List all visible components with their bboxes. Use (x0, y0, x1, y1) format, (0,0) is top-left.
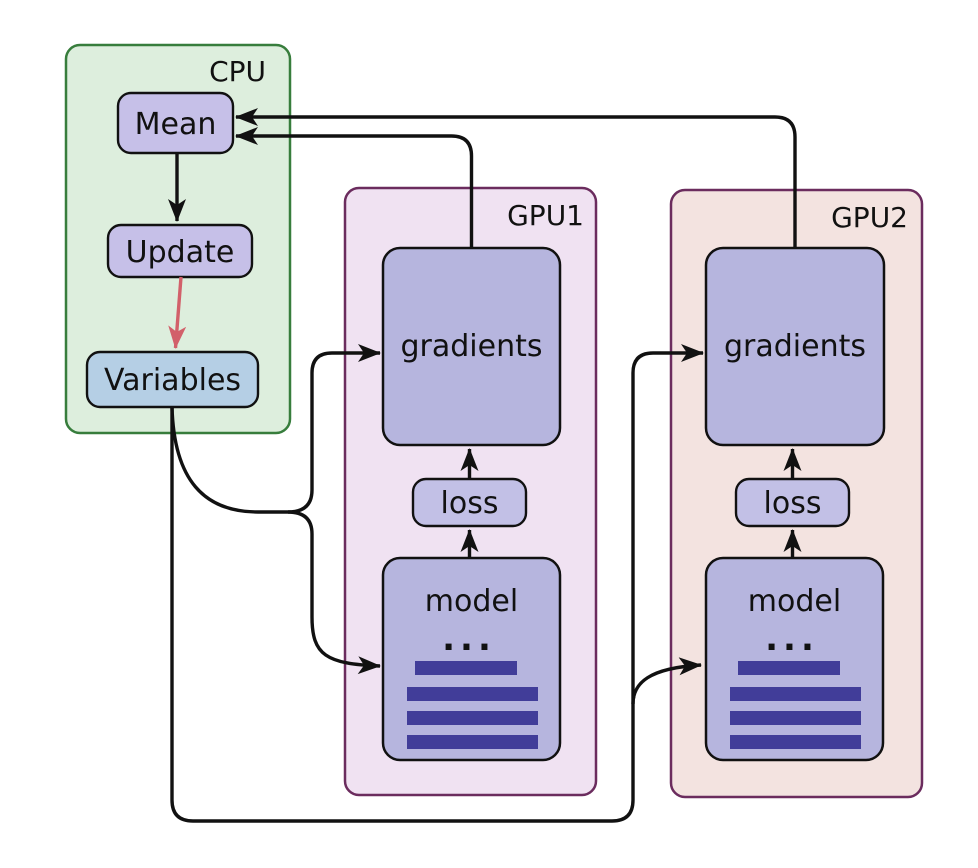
update-node-label: Update (126, 235, 235, 270)
model-weight-bar (730, 711, 861, 725)
model-weight-bar (407, 711, 538, 725)
edge-variables-to-gpu2-gradients (170, 344, 704, 823)
model-weight-bar (407, 687, 538, 701)
gpu2-model-weights (730, 661, 861, 749)
gpu2-model-label: model (748, 584, 841, 619)
edge-gpu1-gradients-to-mean (235, 127, 474, 248)
mean-node-label: Mean (135, 107, 217, 142)
model-weight-bar (738, 661, 840, 675)
edge-variables-to-gpu2-model (631, 657, 702, 705)
gpu2-gradients-label: gradients (724, 329, 866, 364)
gpu1-model-label: model (425, 584, 518, 619)
edge-update-to-variables (168, 276, 187, 349)
gpu1-gradients-label: gradients (400, 329, 542, 364)
model-weight-bar (407, 735, 538, 749)
gpu1-loss-label: loss (441, 486, 499, 521)
variables-node-label: Variables (104, 363, 241, 398)
gpu2-label: GPU2 (831, 201, 908, 234)
cpu-label: CPU (209, 55, 266, 88)
model-weight-bar (730, 687, 861, 701)
edge-variables-to-gpu1-model (287, 510, 381, 675)
model-weight-bar (415, 661, 517, 675)
gpu1-model-node (381, 556, 562, 762)
gpu2-model-node (704, 556, 885, 762)
edge-gpu2-gradients-to-mean (235, 108, 797, 248)
gpu1-label: GPU1 (507, 199, 584, 232)
model-weight-bar (730, 735, 861, 749)
gpu1-model-weights (407, 661, 538, 749)
gpu2-loss-label: loss (764, 486, 822, 521)
gpu2-model-ellipsis: ... (765, 619, 819, 659)
gpu1-model-ellipsis: ... (442, 619, 496, 659)
